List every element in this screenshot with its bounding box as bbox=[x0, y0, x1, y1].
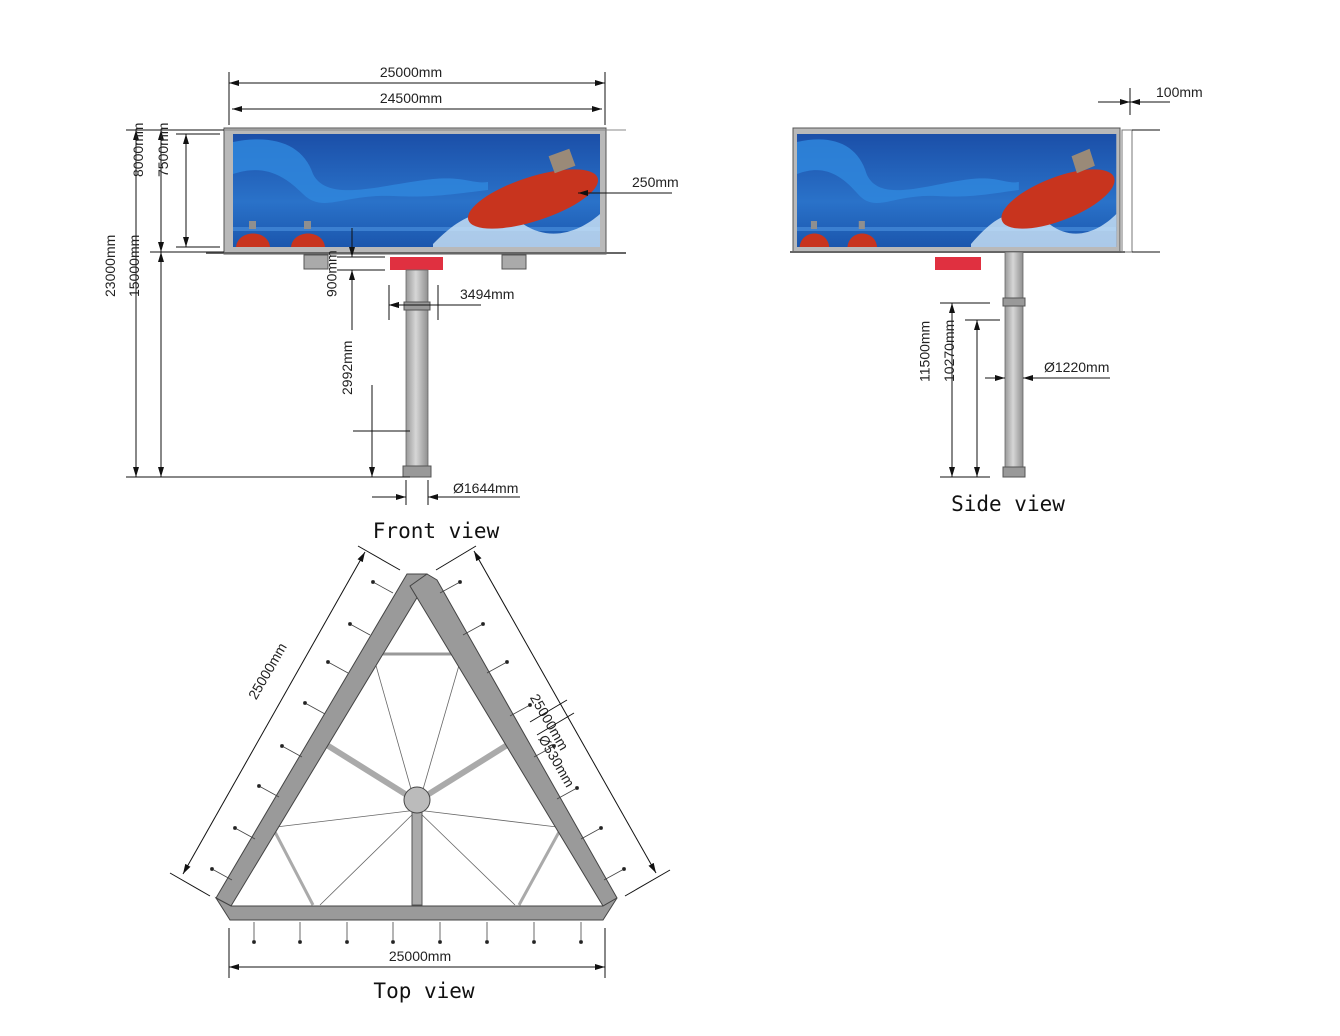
dim-upper-section: 11500mm bbox=[916, 321, 932, 382]
top-view: 25000mm 25000mm Ø530mm 25000mm Top view bbox=[169, 545, 671, 1003]
advertisement-image bbox=[795, 132, 1123, 249]
front-view: 25000mm 24500mm 23000mm 15000mm 8000mm 7… bbox=[102, 64, 679, 543]
advertisement-image bbox=[231, 132, 607, 249]
pole bbox=[405, 269, 429, 478]
pole bbox=[1004, 251, 1024, 478]
side-view: 100mm 11500mm 10270mm Ø1220mm Side view bbox=[790, 84, 1203, 516]
dim-depth: 100mm bbox=[1156, 84, 1203, 100]
side-ladder bbox=[1121, 129, 1133, 253]
dim-panel-width: 24500mm bbox=[380, 90, 442, 106]
dim-left-side: 25000mm bbox=[245, 640, 290, 702]
dim-base-height: 2992mm bbox=[339, 341, 355, 395]
top-view-caption: Top view bbox=[373, 979, 475, 1003]
dim-overall-width: 25000mm bbox=[380, 64, 442, 80]
dim-frame-height: 8000mm bbox=[130, 123, 146, 177]
light-box bbox=[390, 257, 443, 270]
lamp-box bbox=[501, 254, 527, 270]
side-view-caption: Side view bbox=[951, 492, 1065, 516]
dim-overall-height: 23000mm bbox=[102, 235, 118, 297]
dim-pole-diameter: Ø1220mm bbox=[1044, 359, 1109, 375]
dim-pole-base-diameter: Ø1644mm bbox=[453, 480, 518, 496]
light-box bbox=[935, 257, 981, 270]
dim-frame-depth: 250mm bbox=[632, 174, 679, 190]
dim-pole-height: 15000mm bbox=[126, 235, 142, 297]
dim-walkway-gap: 900mm bbox=[324, 250, 340, 297]
truss-base bbox=[214, 896, 618, 921]
dim-panel-height: 7500mm bbox=[155, 123, 171, 177]
truss-left bbox=[215, 573, 428, 907]
dim-flange-width: 3494mm bbox=[460, 286, 514, 302]
lamp-box bbox=[303, 254, 329, 270]
front-view-caption: Front view bbox=[373, 519, 500, 543]
dim-lower-section: 10270mm bbox=[941, 320, 957, 382]
center-hub bbox=[403, 786, 431, 814]
truss-right bbox=[409, 573, 618, 907]
dim-base-side: 25000mm bbox=[389, 948, 451, 964]
